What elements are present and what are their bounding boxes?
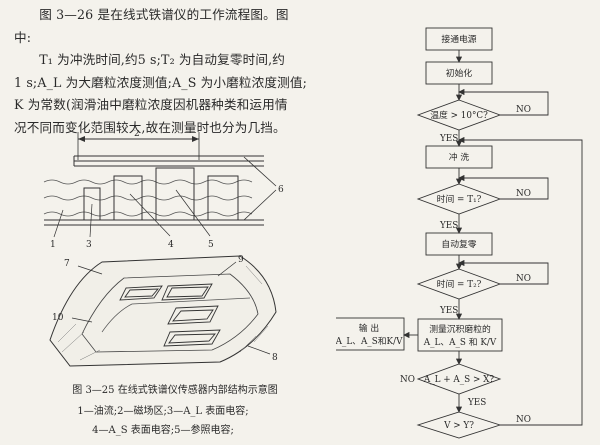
flow-measure-line1: 测量沉积磨粒的 xyxy=(429,323,491,335)
label-yes: YES xyxy=(439,221,458,231)
label-8: 8 xyxy=(272,353,278,363)
flow-init: 初始化 xyxy=(446,67,473,79)
text-line: 中: xyxy=(14,29,32,45)
flow-temp-check: 温度 > 10°C? xyxy=(430,109,488,121)
label-yes: YES xyxy=(467,398,486,408)
text-line: 图 3—26 是在线式铁谱仪的工作流程图。图 xyxy=(39,7,289,22)
workflow-flowchart: 接通电源 初始化 温度 > 10°C? 冲 洗 时间 = T₁? 自动复零 时间… xyxy=(336,27,583,439)
diamond-check-y xyxy=(416,411,502,439)
sensor-3d-drawing: 7 9 10 8 xyxy=(49,255,278,367)
figure-legend-line: 4—A_S 表面电容;5—参照电容; xyxy=(92,425,234,436)
label-no: NO xyxy=(516,105,531,115)
label-no: NO xyxy=(516,274,531,284)
text-line: 况不同而变化范围较大,故在测量时也分为几挡。 xyxy=(14,119,286,135)
label-no: NO xyxy=(516,189,531,199)
flow-check-x: A_L + A_S > X? xyxy=(423,375,495,385)
flow-output-line2: A_L、A_S和K/V xyxy=(336,336,403,347)
label-5: 5 xyxy=(208,240,214,250)
text-line: T₁ 为冲洗时间,约5 s;T₂ 为自动复零时间,约 xyxy=(39,52,286,68)
flow-time-t1: 时间 = T₁? xyxy=(437,193,482,205)
figure-legend-line: 1—油流;2—磁场区;3—A_L 表面电容; xyxy=(77,406,249,417)
dimension-label: 2 xyxy=(134,130,140,139)
label-no: NO xyxy=(400,375,415,385)
flow-flush: 冲 洗 xyxy=(449,151,470,163)
label-1: 1 xyxy=(50,240,56,250)
label-7: 7 xyxy=(64,259,70,269)
flow-start: 接通电源 xyxy=(441,33,476,45)
text-line: K 为常数(润滑油中磨粒浓度因机器种类和运用情 xyxy=(14,97,288,113)
sensor-schematic: 2 6 1 3 4 5 xyxy=(43,130,284,250)
label-3: 3 xyxy=(86,240,92,250)
flow-auto-zero: 自动复零 xyxy=(441,238,476,250)
label-4: 4 xyxy=(168,240,174,250)
flow-measure-line2: A_L、A_S 和 K/V xyxy=(423,337,497,348)
label-6: 6 xyxy=(278,185,284,195)
label-yes: YES xyxy=(439,134,458,144)
text-line: 1 s;A_L 为大磨粒浓度测值;A_S 为小磨粒浓度测值; xyxy=(14,74,307,90)
flow-time-t2: 时间 = T₂? xyxy=(437,278,482,290)
flow-output-line1: 输 出 xyxy=(359,322,379,334)
flow-check-y: V > Y? xyxy=(443,421,474,431)
label-10: 10 xyxy=(52,313,64,323)
figure-title: 图 3—25 在线式铁谱仪传感器内部结构示意图 xyxy=(72,385,278,396)
label-9: 9 xyxy=(238,255,244,265)
label-yes: YES xyxy=(439,306,458,316)
label-no: NO xyxy=(516,415,531,425)
body-paragraph: 图 3—26 是在线式铁谱仪的工作流程图。图 中: T₁ 为冲洗时间,约5 s;… xyxy=(14,4,336,140)
